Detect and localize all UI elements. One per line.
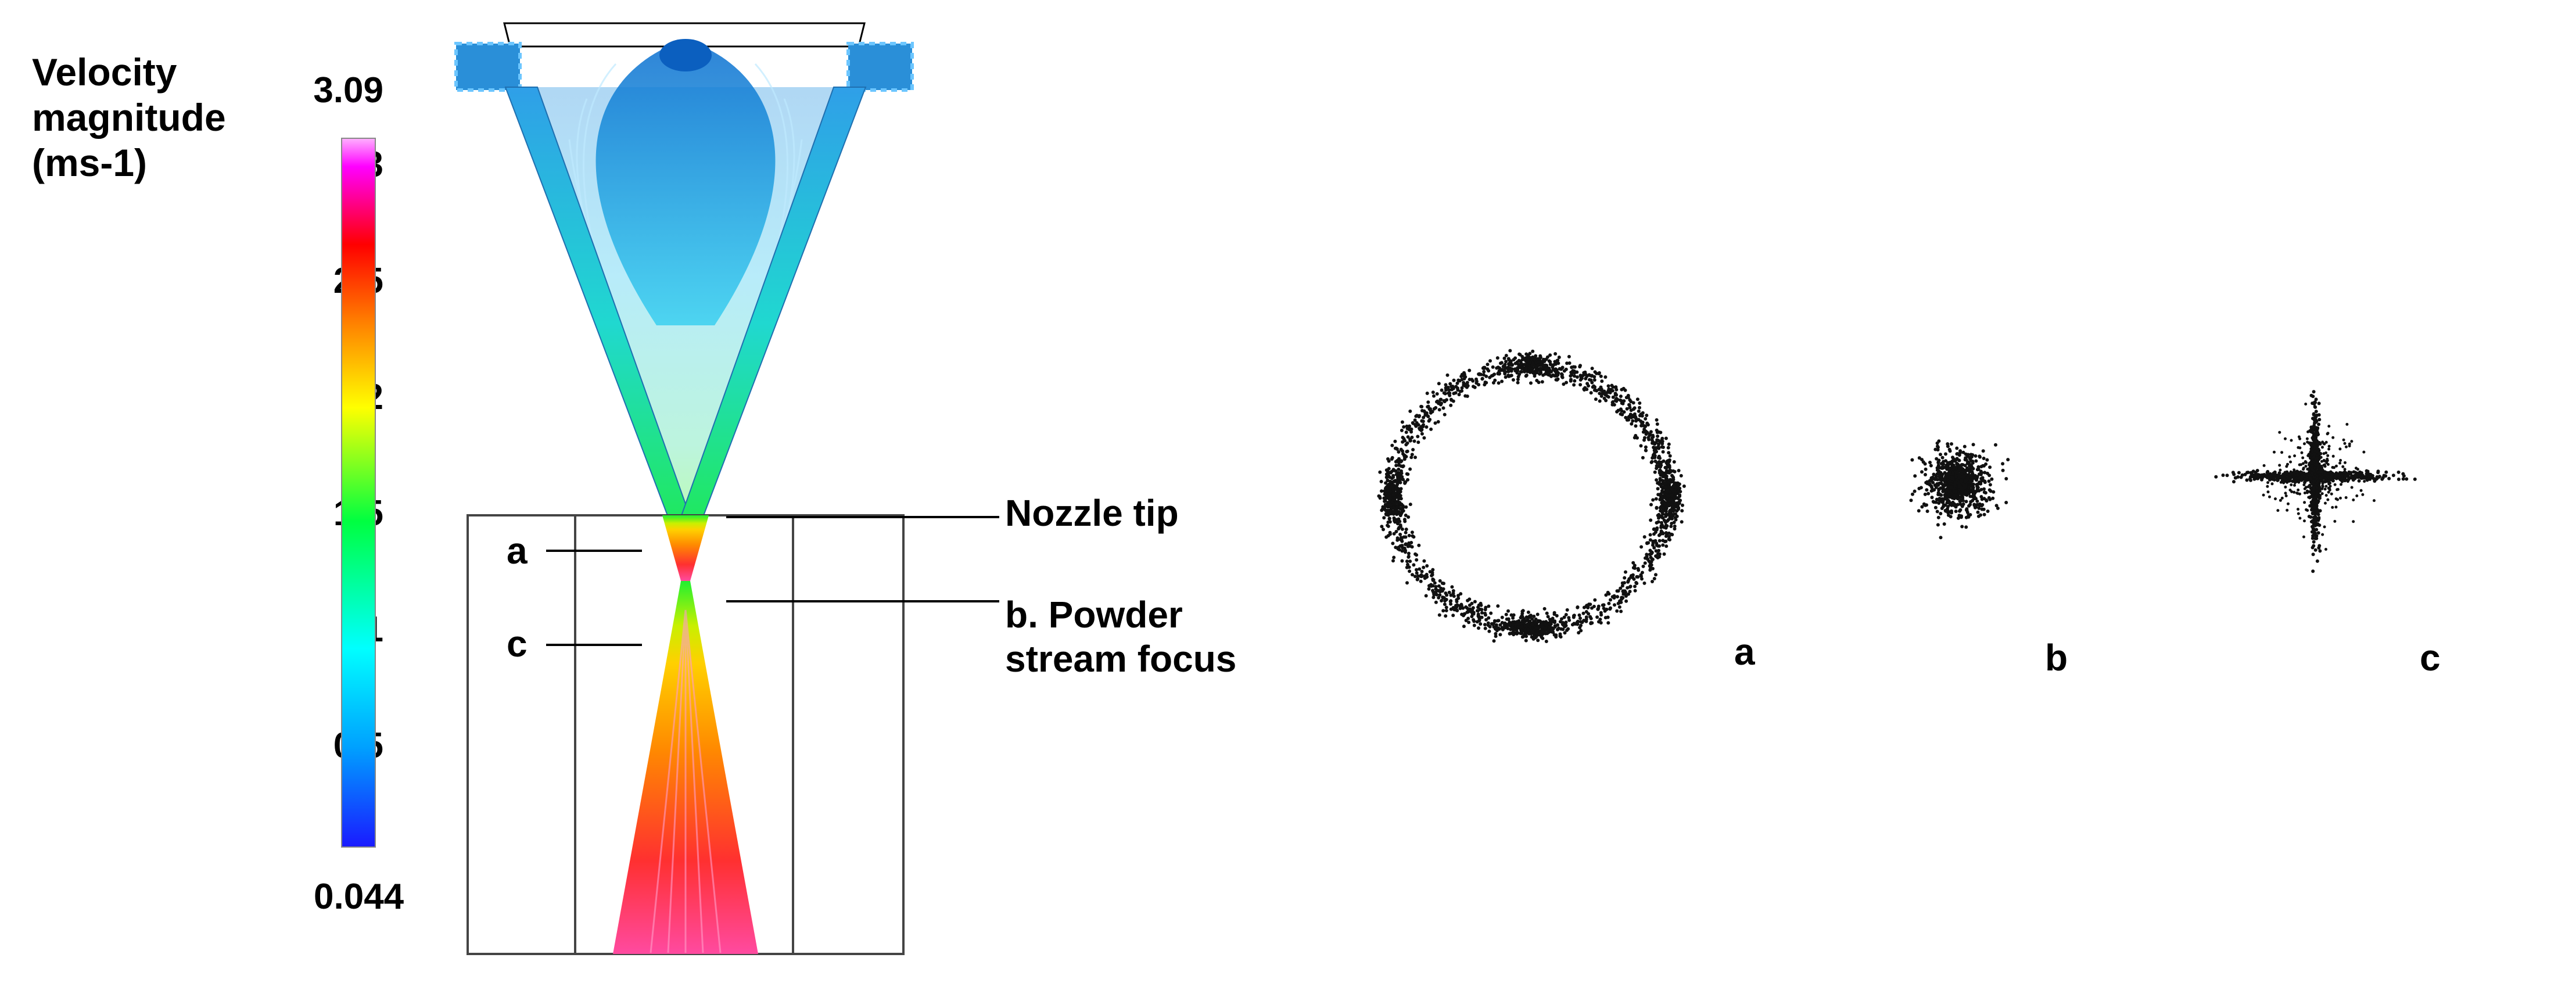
cross-section-b-label: b: [2045, 637, 2068, 679]
colorbar-tick-2-5: 2.5: [333, 261, 383, 301]
powder-focus-label: b. Powder stream focus: [1005, 593, 1236, 681]
nozzle-tip-label: Nozzle tip: [1005, 492, 1179, 534]
powder-focus-label-line-1: b. Powder: [1005, 594, 1183, 636]
colorbar-max-label: 3.09: [313, 70, 383, 110]
cross-section-a-ring: [1377, 349, 1686, 643]
colorbar-title: Velocity magnitude (ms-1): [32, 49, 276, 185]
colorbar-tick-2: 2: [363, 377, 383, 417]
cross-section-b-spot: [1909, 439, 2010, 540]
colorbar-min-label: 0.044: [314, 877, 404, 917]
colorbar-tick-1-5: 1.5: [333, 493, 383, 533]
colorbar-tick-1: 1: [363, 609, 383, 650]
cross-section-c-label: c: [2420, 637, 2441, 679]
powder-focus-label-line-2: stream focus: [1005, 638, 1237, 680]
plane-a-label: a: [507, 530, 528, 572]
colorbar-tick-0-5: 0.5: [333, 726, 383, 766]
cross-section-c-cross: [2214, 390, 2417, 573]
colorbar-title-line-1: Velocity: [32, 51, 177, 94]
colorbar-title-line-3: (ms-1): [32, 141, 148, 184]
plane-c-label: c: [507, 623, 528, 665]
colorbar-tick-3: 3: [363, 145, 383, 185]
cross-section-a-label: a: [1734, 631, 1755, 673]
colorbar-title-line-2: magnitude: [32, 96, 226, 139]
